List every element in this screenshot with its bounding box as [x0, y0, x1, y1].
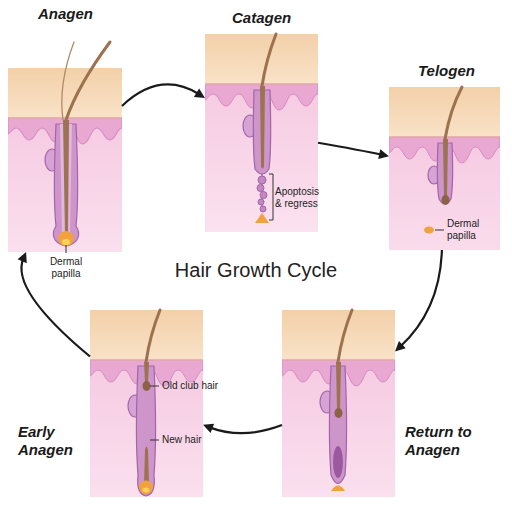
bracket [269, 174, 273, 220]
club-end [143, 381, 151, 391]
apoptotic-cell [258, 176, 266, 184]
arrow-head [18, 252, 27, 263]
skin-layers [389, 87, 500, 287]
hair-strand [262, 34, 276, 86]
stage-panel: Early Anagen [90, 310, 203, 497]
leader-line [150, 440, 159, 441]
return-anagen-panel [282, 310, 395, 510]
dermal-papilla [424, 227, 434, 234]
stage-panel: Return to Anagen [282, 310, 395, 497]
stage-panel: Anagen [8, 68, 122, 252]
dermal-papilla [331, 486, 345, 492]
telogen-panel [389, 87, 500, 287]
hair-shaft [336, 362, 341, 410]
diagram-title: Hair Growth Cycle [120, 258, 392, 282]
skin-layers [282, 310, 395, 510]
club-end [335, 408, 343, 418]
apoptotic-cell [260, 206, 266, 212]
cycle-arrow [18, 252, 90, 357]
arrow-head [203, 424, 214, 433]
old-hair-shaft [144, 362, 149, 382]
hair-strand [62, 42, 74, 120]
stage-heading: Catagen [232, 9, 332, 27]
hair-strand [338, 310, 352, 362]
cycle-arrow-line [400, 250, 442, 347]
apoptotic-cell [257, 185, 264, 192]
callout-label: New hair [162, 434, 222, 446]
cycle-arrow [122, 84, 205, 106]
callout-label: Apoptosis & regress [275, 186, 323, 210]
hair-shaft [63, 120, 69, 236]
hair-bulb [139, 481, 153, 495]
skin-layers [8, 68, 122, 268]
stage-heading: Anagen [38, 5, 138, 23]
cycle-arrow-line [210, 425, 282, 433]
stage-panel: Telogen [389, 87, 500, 250]
cycle-arrow [318, 143, 389, 159]
dermal-papilla [143, 488, 150, 493]
arrow-head [194, 88, 205, 98]
club-end [442, 195, 450, 205]
callout-label: Dermal papilla [447, 218, 499, 242]
dermal-papilla [62, 239, 70, 245]
hair-bulb [58, 231, 74, 246]
stage-heading: Early Anagen [18, 423, 88, 459]
stage-heading: Telogen [418, 62, 508, 80]
arrow-head [378, 149, 389, 159]
cycle-arrow-line [122, 84, 199, 106]
hair-shaft [443, 139, 448, 197]
callout-label: Old club hair [162, 380, 242, 392]
apoptotic-cell [258, 199, 264, 205]
hair-strand [66, 42, 110, 120]
leader-line [150, 386, 159, 387]
hair-shaft [260, 86, 265, 169]
dermal-papilla [255, 213, 269, 223]
stage-heading: Return to Anagen [405, 423, 505, 459]
cycle-arrow-line [318, 143, 382, 155]
cycle-arrow [203, 424, 282, 433]
germ-cells [333, 446, 343, 478]
leader-line [435, 230, 444, 231]
hair-strand [146, 310, 160, 362]
early-anagen-panel [90, 310, 203, 510]
anagen-panel [8, 68, 122, 268]
callout-label: Dermal papilla [36, 256, 96, 280]
cycle-arrow [395, 250, 442, 351]
leader-line [66, 245, 67, 253]
skin-layers [90, 310, 203, 510]
apoptotic-cell [260, 192, 267, 199]
new-hair-shaft [144, 447, 149, 486]
hair-strand [445, 87, 462, 139]
arrow-head [395, 341, 406, 351]
